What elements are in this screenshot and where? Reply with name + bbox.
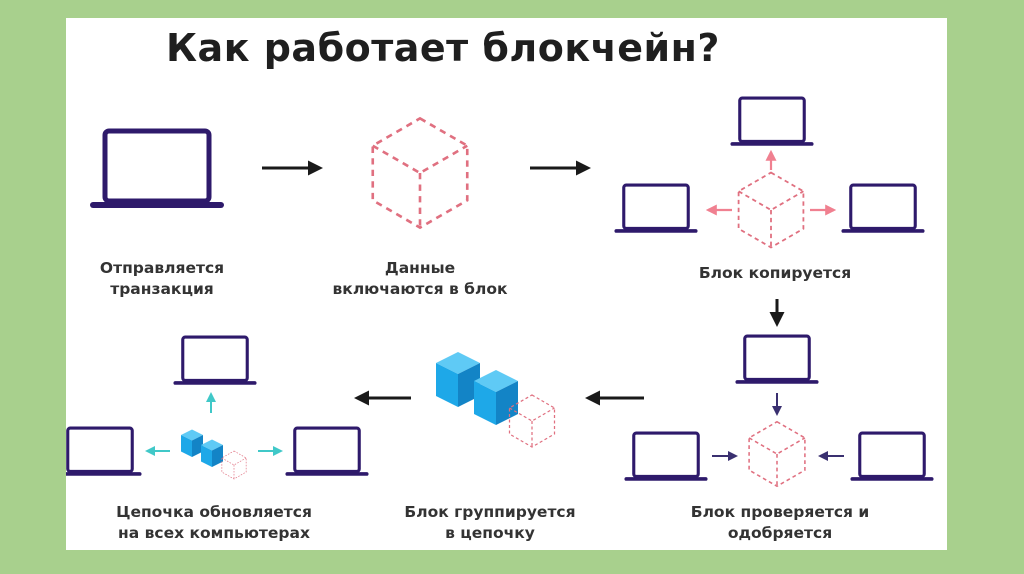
dashed-cube-icon	[371, 117, 469, 229]
laptop-icon	[173, 335, 257, 385]
dashed-cube-icon	[737, 171, 805, 249]
step5-line1: Блок группируется	[404, 503, 576, 521]
step5-line2: в цепочку	[445, 524, 535, 542]
blue-cube-icon	[181, 429, 203, 457]
blue-cube-icon	[436, 352, 480, 407]
step1-line2: транзакция	[110, 280, 214, 298]
laptop-icon	[841, 183, 925, 233]
step2-line1: Данные	[384, 259, 456, 277]
step2-caption: Данные включаются в блок	[305, 258, 535, 300]
blockchain-diagram	[66, 96, 934, 488]
laptop-icon	[624, 431, 708, 481]
laptop-icon	[730, 96, 814, 146]
slide-title: Как работает блокчейн?	[166, 26, 720, 70]
step1-caption: Отправляется транзакция	[62, 258, 262, 300]
step5-caption: Блок группируется в цепочку	[370, 502, 610, 544]
dashed-cube-icon	[221, 450, 247, 480]
step6-caption: Цепочка обновляется на всех компьютерах	[84, 502, 344, 544]
laptop-icon	[93, 131, 221, 205]
slide: Как работает блокчейн?	[66, 18, 947, 550]
laptop-icon	[285, 426, 369, 476]
step3-line1: Блок копируется	[698, 264, 852, 282]
laptop-icon	[66, 426, 142, 476]
step6-line2: на всех компьютерах	[118, 524, 310, 542]
step3-caption: Блок копируется	[655, 263, 895, 284]
step4-line1: Блок проверяется и	[690, 503, 870, 521]
blue-cube-icon	[201, 439, 223, 467]
laptop-icon	[850, 431, 934, 481]
laptop-icon	[735, 334, 819, 384]
step2-line2: включаются в блок	[332, 280, 508, 298]
step1-line1: Отправляется	[99, 259, 225, 277]
laptop-icon	[614, 183, 698, 233]
step6-line1: Цепочка обновляется	[116, 503, 312, 521]
step4-caption: Блок проверяется и одобряется	[655, 502, 905, 544]
step4-line2: одобряется	[727, 524, 833, 542]
dashed-cube-icon	[748, 420, 806, 488]
blue-cube-icon	[474, 370, 518, 425]
